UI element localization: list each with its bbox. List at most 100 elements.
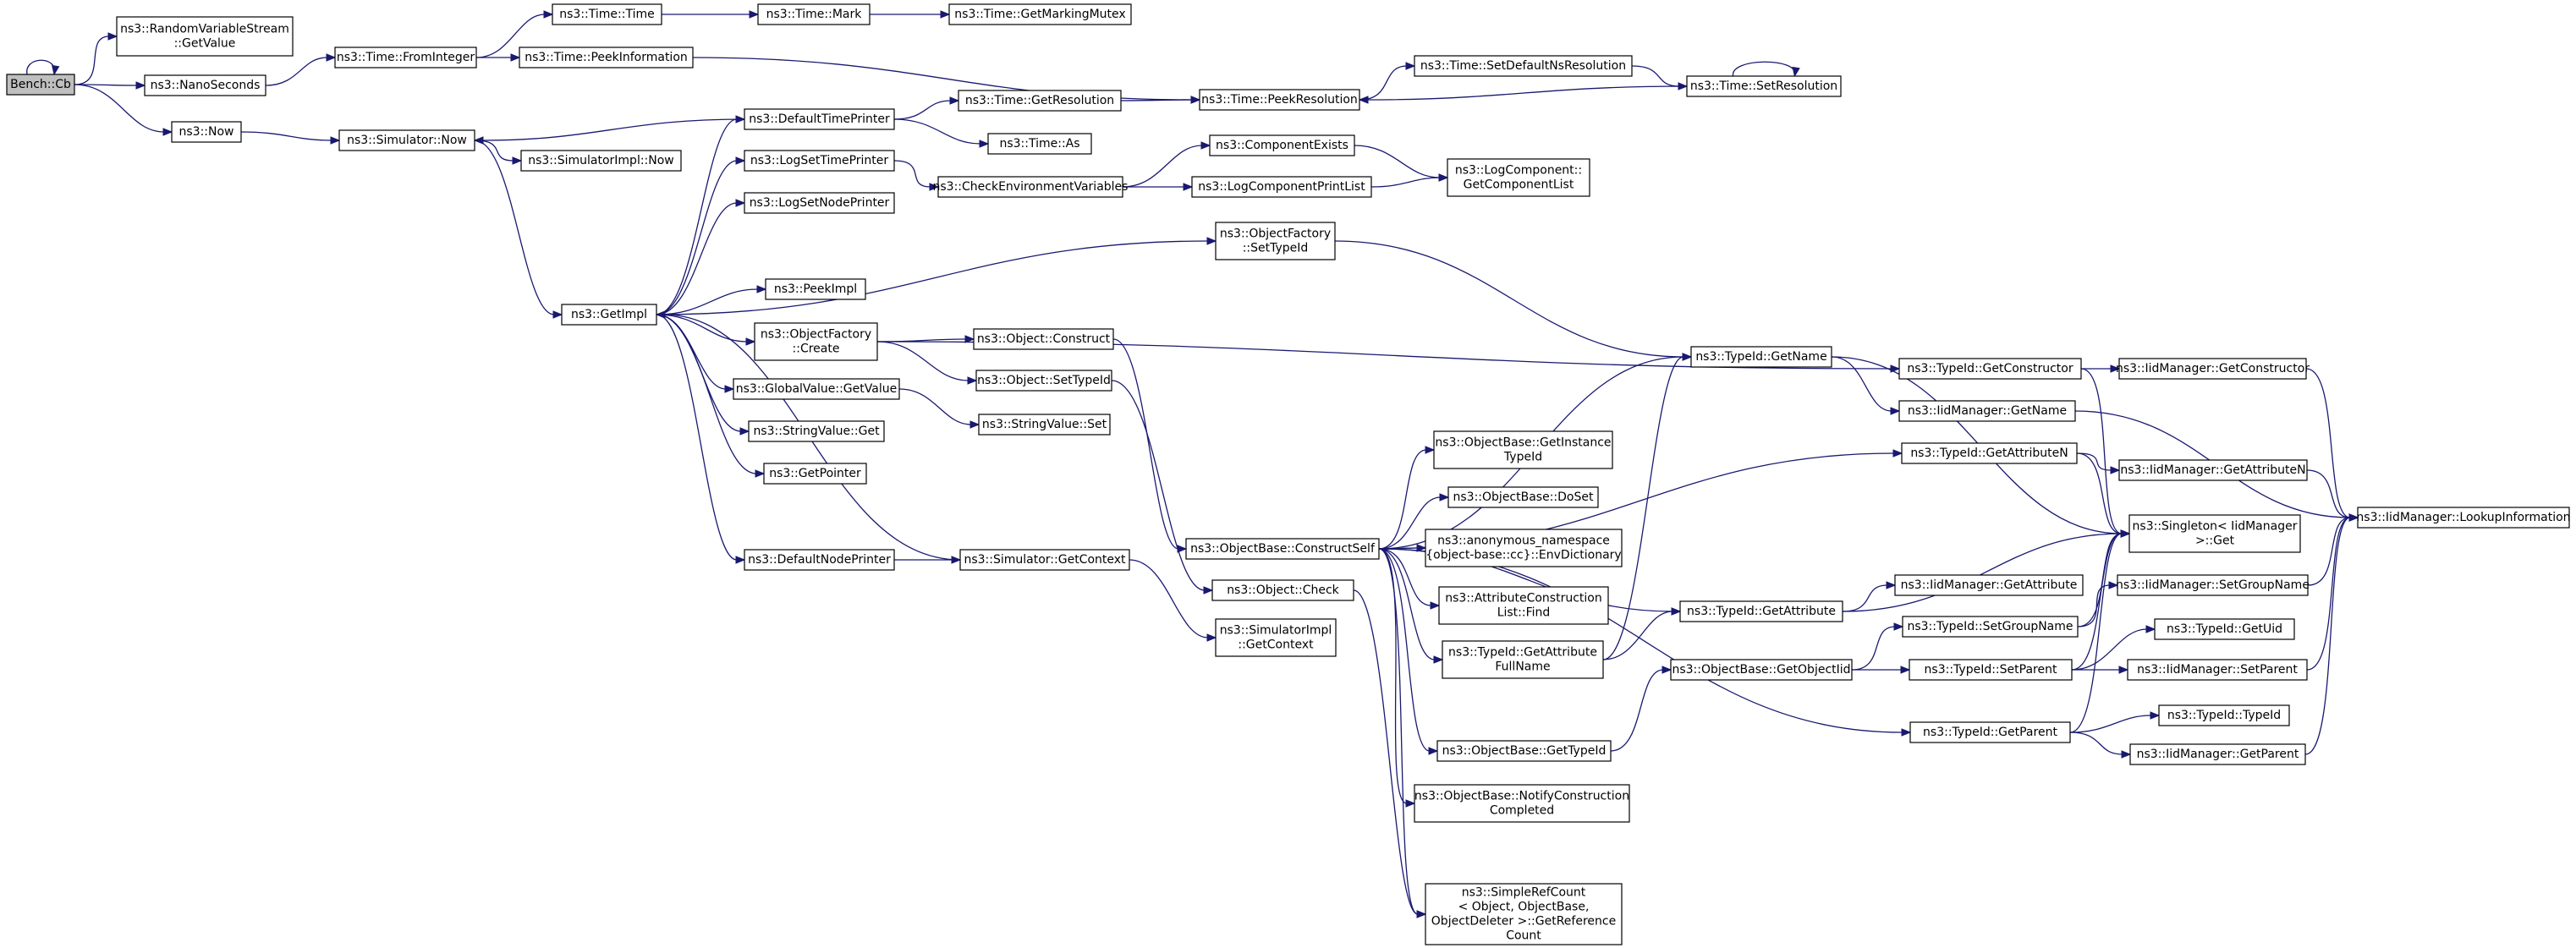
node-simimpl-getcontext[interactable]: ns3::SimulatorImpl::GetContext xyxy=(1215,618,1337,657)
node-time-mark[interactable]: ns3::Time::Mark xyxy=(757,3,871,25)
node-getimpl[interactable]: ns3::GetImpl xyxy=(561,304,657,326)
edge-line xyxy=(898,388,972,425)
node-box xyxy=(763,463,867,485)
node-time-as[interactable]: ns3::Time::As xyxy=(987,133,1092,155)
node-time-time[interactable]: ns3::Time::Time xyxy=(552,3,662,25)
edge-arrowhead xyxy=(969,420,980,429)
edge-getimpl-to-of-settypeid xyxy=(656,237,1217,315)
node-component-exists[interactable]: ns3::ComponentExists xyxy=(1209,134,1355,156)
node-ob-constructself[interactable]: ns3::ObjectBase::ConstructSelf xyxy=(1185,538,1380,560)
edge-sim-getcontext-to-simimpl-getcontext xyxy=(1129,559,1217,642)
node-obj-construct[interactable]: ns3::Object::Construct xyxy=(973,328,1114,350)
node-logcomp-getlist[interactable]: ns3::LogComponent::GetComponentList xyxy=(1447,158,1590,197)
node-box xyxy=(1185,538,1380,560)
node-tid-getattributen[interactable]: ns3::TypeId::GetAttributeN xyxy=(1901,442,2078,464)
node-layer: Bench::Cb ns3::RandomVariableStream::GetV… xyxy=(6,3,2571,945)
node-label: ns3::ObjectBase::ConstructSelf xyxy=(1190,542,1376,556)
node-box xyxy=(2357,507,2570,529)
node-label: ns3::Simulator::GetContext xyxy=(964,553,1126,567)
node-iid-lookupinfo[interactable]: ns3::IidManager::LookupInformation xyxy=(2356,507,2571,529)
node-time-peekres[interactable]: ns3::Time::PeekResolution xyxy=(1199,89,1360,111)
edge-line xyxy=(1842,584,1888,612)
edge-arrowhead xyxy=(1438,173,1449,182)
edge-arrowhead xyxy=(1425,446,1436,454)
node-ob-doset[interactable]: ns3::ObjectBase::DoSet xyxy=(1447,486,1599,508)
node-tid-getconstructor[interactable]: ns3::TypeId::GetConstructor xyxy=(1898,358,2082,380)
node-sv-set[interactable]: ns3::StringValue::Set xyxy=(978,414,1111,436)
node-gv-getvalue[interactable]: ns3::GlobalValue::GetValue xyxy=(733,378,900,400)
node-iid-getattributen[interactable]: ns3::IidManager::GetAttributeN xyxy=(2118,459,2308,481)
node-time-getres[interactable]: ns3::Time::GetResolution xyxy=(958,90,1122,112)
node-label: ns3::ComponentExists xyxy=(1216,139,1348,152)
node-default-time-printer[interactable]: ns3::DefaultTimePrinter xyxy=(744,108,895,130)
edge-line xyxy=(2080,368,2123,534)
node-box xyxy=(1909,721,2071,743)
node-getpointer[interactable]: ns3::GetPointer xyxy=(763,463,867,485)
node-iid-getconstructor[interactable]: ns3::IidManager::GetConstructor xyxy=(2116,358,2310,380)
node-tid-getparent[interactable]: ns3::TypeId::GetParent xyxy=(1909,721,2071,743)
node-log-set-time-printer[interactable]: ns3::LogSetTimePrinter xyxy=(744,150,895,172)
node-obj-settypeid[interactable]: ns3::Object::SetTypeId xyxy=(975,370,1112,392)
node-tid-setparent[interactable]: ns3::TypeId::SetParent xyxy=(1909,659,2073,681)
edge-line xyxy=(74,36,110,85)
node-box xyxy=(744,549,895,571)
node-sim-now[interactable]: ns3::Simulator::Now xyxy=(338,129,475,151)
node-label: ns3::TypeId::GetUid xyxy=(2167,622,2282,636)
node-ob-gettypeid[interactable]: ns3::ObjectBase::GetTypeId xyxy=(1436,740,1612,762)
node-iid-setgroupname[interactable]: ns3::IidManager::SetGroupName xyxy=(2116,574,2310,596)
node-of-create[interactable]: ns3::ObjectFactory::Create xyxy=(754,322,878,361)
node-time-setdefaultns[interactable]: ns3::Time::SetDefaultNsResolution xyxy=(1414,55,1633,77)
node-time-peekinfo[interactable]: ns3::Time::PeekInformation xyxy=(519,47,694,68)
node-time-fromint[interactable]: ns3::Time::FromInteger xyxy=(334,47,477,68)
edge-time-peekres-to-time-setdefaultns xyxy=(1359,62,1416,101)
node-tid-setgroupname[interactable]: ns3::TypeId::SetGroupName xyxy=(1902,616,2079,638)
node-box xyxy=(987,133,1092,155)
node-log-comp-printlist[interactable]: ns3::LogComponentPrintList xyxy=(1191,176,1372,198)
node-tid-getname[interactable]: ns3::TypeId::GetName xyxy=(1690,346,1832,368)
node-obj-check[interactable]: ns3::Object::Check xyxy=(1211,579,1354,601)
node-simplerefcount[interactable]: ns3::SimpleRefCount< Object, ObjectBase,… xyxy=(1425,883,1623,945)
edge-line xyxy=(2306,469,2351,518)
node-time-setres[interactable]: ns3::Time::SetResolution xyxy=(1686,75,1842,97)
node-sv-get[interactable]: ns3::StringValue::Get xyxy=(748,420,885,442)
node-label: ns3::ObjectFactory xyxy=(761,328,871,342)
node-box xyxy=(1901,442,2078,464)
node-rvs-getvalue[interactable]: ns3::RandomVariableStream::GetValue xyxy=(116,16,294,57)
node-now[interactable]: ns3::Now xyxy=(171,121,242,143)
node-label: ns3::GetImpl xyxy=(571,308,647,321)
edge-nanoseconds-to-time-fromint xyxy=(265,53,337,86)
node-ob-notifycc[interactable]: ns3::ObjectBase::NotifyConstructionCompl… xyxy=(1414,784,1630,823)
node-bench-cb[interactable]: Bench::Cb xyxy=(6,74,75,96)
edge-tid-setparent-to-tid-getuid xyxy=(2071,625,2156,671)
edge-arrowhead xyxy=(949,96,960,105)
node-default-node-printer[interactable]: ns3::DefaultNodePrinter xyxy=(744,549,895,571)
node-box xyxy=(2128,514,2301,553)
edge-line xyxy=(1378,548,1408,804)
edge-line xyxy=(656,288,759,315)
edge-time-getres-to-time-peekres xyxy=(1120,96,1201,104)
node-time-getmarkingmutex[interactable]: ns3::Time::GetMarkingMutex xyxy=(948,3,1132,25)
node-iid-setparent[interactable]: ns3::IidManager::SetParent xyxy=(2127,659,2308,681)
node-log-set-node-printer[interactable]: ns3::LogSetNodePrinter xyxy=(744,192,895,214)
node-iid-getname[interactable]: ns3::IidManager::GetName xyxy=(1898,400,2076,422)
node-iid-getattribute[interactable]: ns3::IidManager::GetAttribute xyxy=(1894,574,2084,596)
edge-line xyxy=(2071,533,2123,671)
node-tid-getattribute[interactable]: ns3::TypeId::GetAttribute xyxy=(1679,600,1843,622)
node-iid-getparent[interactable]: ns3::IidManager::GetParent xyxy=(2129,743,2306,765)
node-anon-envdict[interactable]: ns3::anonymous_namespace{object-base::cc… xyxy=(1425,529,1623,567)
node-tid-typeid[interactable]: ns3::TypeId::TypeId xyxy=(2158,704,2290,726)
node-tid-getuid[interactable]: ns3::TypeId::GetUid xyxy=(2154,618,2295,640)
node-of-settypeid[interactable]: ns3::ObjectFactory::SetTypeId xyxy=(1215,222,1336,260)
node-peekimpl[interactable]: ns3::PeekImpl xyxy=(765,278,866,300)
node-simimpl-now[interactable]: ns3::SimulatorImpl::Now xyxy=(520,150,682,172)
edge-getimpl-to-default-time-printer xyxy=(656,115,746,315)
node-singleton-get[interactable]: ns3::Singleton< IidManager>::Get xyxy=(2128,514,2301,553)
node-sim-getcontext[interactable]: ns3::Simulator::GetContext xyxy=(959,549,1130,571)
node-ob-getobjectiid[interactable]: ns3::ObjectBase::GetObjectIid xyxy=(1670,659,1853,681)
node-nanoseconds[interactable]: ns3::NanoSeconds xyxy=(144,74,266,96)
node-box xyxy=(1414,55,1633,77)
node-check-env-vars[interactable]: ns3::CheckEnvironmentVariables xyxy=(933,176,1129,198)
